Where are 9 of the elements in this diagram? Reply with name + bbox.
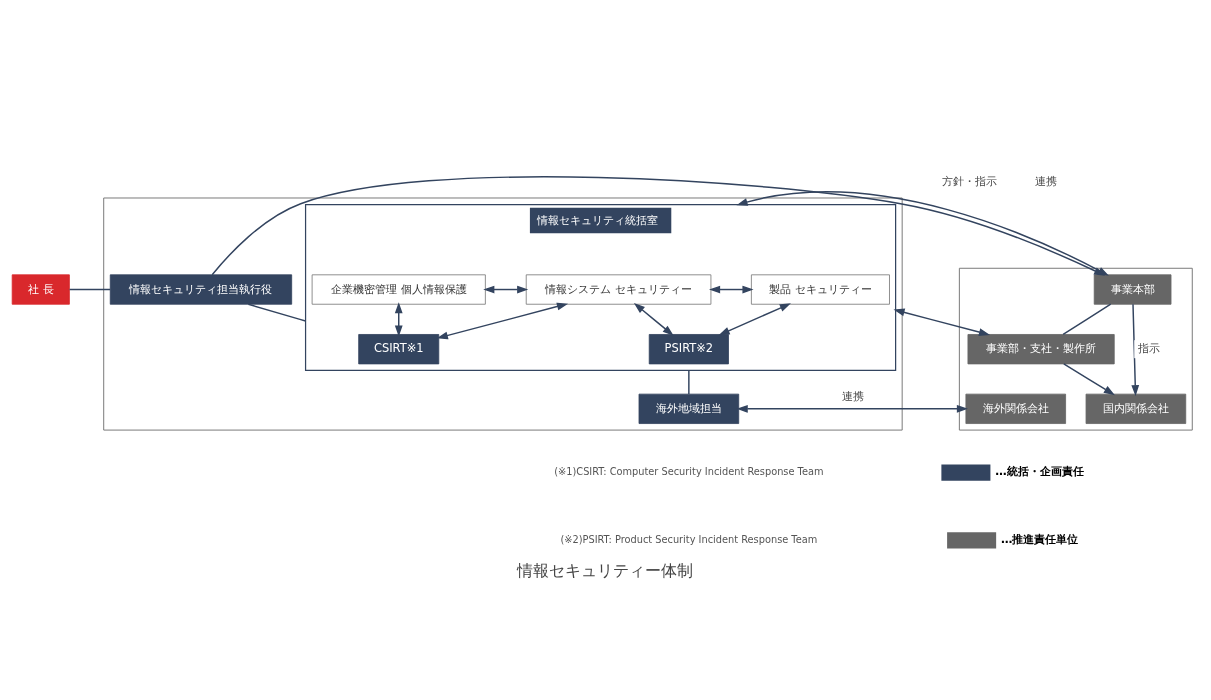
edge-label: 指示 [1137,341,1160,355]
label: (※1)CSIRT: Computer Security Incident Response Team [554,466,824,478]
legend-label: …統括・企画責任 [995,463,1084,478]
legend-label: …推進責任単位 [1001,531,1079,546]
edge-label: 連携 [1034,175,1057,189]
edge-label: 連携 [841,390,864,404]
edge-label: 方針・指示 [942,175,998,189]
caption: 情報セキュリティー体制 [517,560,694,580]
label: (※2)PSIRT: Product Security Incident Response Team [560,533,818,545]
